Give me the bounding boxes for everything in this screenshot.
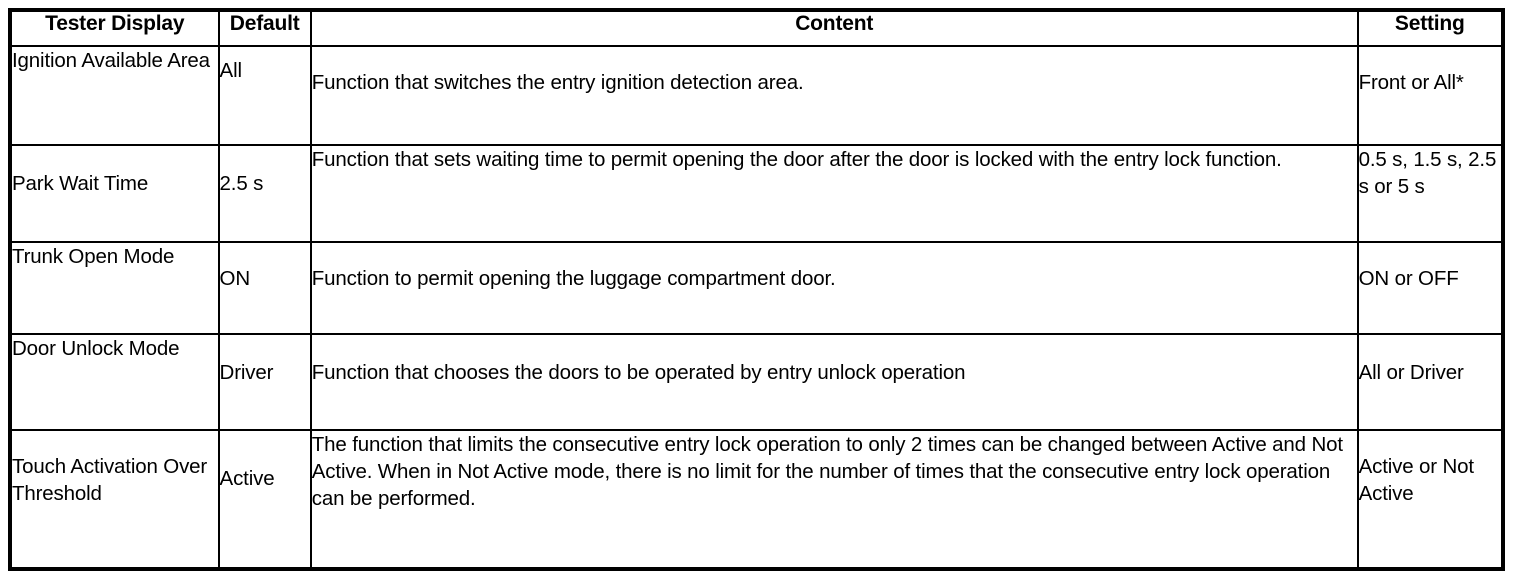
cell-default: Driver — [217, 333, 312, 431]
table-row: Ignition Available Area All Function tha… — [9, 45, 1505, 146]
cell-content: Function that chooses the doors to be op… — [309, 333, 1359, 431]
cell-default: 2.5 s — [217, 144, 312, 243]
cell-tester-display: Door Unlock Mode — [9, 333, 220, 431]
cell-tester-display: Park Wait Time — [9, 144, 220, 243]
cell-setting: Active or Not Active — [1356, 429, 1505, 570]
table-header-row: Tester Display Default Content Setting — [9, 9, 1505, 47]
cell-content: The function that limits the consecutive… — [309, 429, 1359, 570]
document-page: Tester Display Default Content Setting I… — [8, 8, 1505, 571]
column-header-tester-display: Tester Display — [9, 9, 220, 47]
cell-setting: ON or OFF — [1356, 241, 1505, 335]
cell-content: Function to permit opening the luggage c… — [309, 241, 1359, 335]
cell-default: ON — [217, 241, 312, 335]
cell-tester-display: Touch Activation Over Threshold — [9, 429, 220, 570]
table-body: Ignition Available Area All Function tha… — [9, 45, 1505, 570]
column-header-setting: Setting — [1356, 9, 1505, 47]
column-header-content: Content — [309, 9, 1359, 47]
column-header-default: Default — [217, 9, 312, 47]
table-row: Touch Activation Over Threshold Active T… — [9, 429, 1505, 570]
cell-tester-display: Ignition Available Area — [9, 45, 220, 146]
cell-tester-display: Trunk Open Mode — [9, 241, 220, 335]
table-row: Door Unlock Mode Driver Function that ch… — [9, 333, 1505, 431]
table-row: Park Wait Time 2.5 s Function that sets … — [9, 144, 1505, 243]
cell-default: Active — [217, 429, 312, 570]
cell-default: All — [217, 45, 312, 146]
cell-setting: Front or All* — [1356, 45, 1505, 146]
tester-display-settings-table: Tester Display Default Content Setting I… — [8, 8, 1505, 571]
cell-content: Function that switches the entry ignitio… — [309, 45, 1359, 146]
cell-setting: 0.5 s, 1.5 s, 2.5 s or 5 s — [1356, 144, 1505, 243]
cell-content: Function that sets waiting time to permi… — [309, 144, 1359, 243]
table-header: Tester Display Default Content Setting — [9, 9, 1505, 47]
cell-setting: All or Driver — [1356, 333, 1505, 431]
table-row: Trunk Open Mode ON Function to permit op… — [9, 241, 1505, 335]
